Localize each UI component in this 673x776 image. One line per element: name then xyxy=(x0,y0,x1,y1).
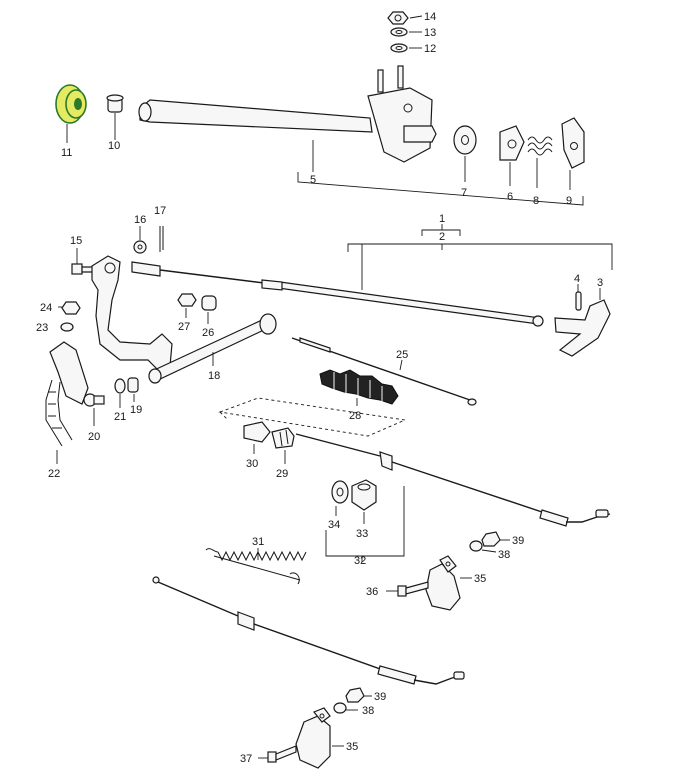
label-5: 5 xyxy=(310,174,316,186)
washer-34-icon xyxy=(331,480,349,504)
label-21: 21 xyxy=(114,411,126,423)
label-29: 29 xyxy=(276,468,288,480)
label-11: 11 xyxy=(61,147,72,159)
label-36: 36 xyxy=(366,586,378,598)
label-35: 35 xyxy=(474,573,486,585)
label-10: 10 xyxy=(108,140,120,152)
label-6: 6 xyxy=(507,191,513,203)
label-33: 33 xyxy=(356,528,368,540)
label-27: 27 xyxy=(178,321,190,333)
label-8: 8 xyxy=(533,195,539,207)
bushing-11-highlighted-icon xyxy=(55,84,87,124)
pin-10-icon xyxy=(106,94,124,113)
clip-29-icon xyxy=(271,427,295,449)
cable-lower-icon xyxy=(152,576,465,685)
label-30: 30 xyxy=(246,458,258,470)
clamp-35-icon xyxy=(425,555,461,611)
label-38b: 38 xyxy=(362,705,374,717)
label-22: 22 xyxy=(48,468,60,480)
label-28: 28 xyxy=(349,410,361,422)
pedal-3-icon xyxy=(554,299,611,357)
bolt-36-icon xyxy=(397,581,429,597)
clip-30-icon xyxy=(243,421,271,443)
label-9: 9 xyxy=(566,195,572,207)
label-15: 15 xyxy=(70,235,82,247)
label-1: 1 xyxy=(439,213,445,225)
rod-2-icon xyxy=(131,261,544,327)
spring-31-icon xyxy=(205,548,307,585)
rubber-boot-28-icon xyxy=(319,369,399,405)
label-19: 19 xyxy=(130,404,142,416)
label-31: 31 xyxy=(252,536,264,548)
nut-39-icon xyxy=(481,531,501,547)
bushing-26-icon xyxy=(201,295,217,311)
label-39b: 39 xyxy=(374,691,386,703)
label-14: 14 xyxy=(424,11,436,23)
shift-rod-5-icon xyxy=(138,65,437,163)
washer-38b-icon xyxy=(333,702,347,714)
nut-14-icon xyxy=(387,11,409,25)
washer-12-icon xyxy=(390,43,408,53)
washer-23-icon xyxy=(60,322,74,332)
label-32: 32 xyxy=(354,555,366,567)
cable-25-icon xyxy=(291,337,477,406)
bushing-6-icon xyxy=(499,125,525,161)
washer-7-icon xyxy=(453,125,477,155)
nut-39b-icon xyxy=(345,687,365,703)
label-17: 17 xyxy=(154,205,166,217)
bolt-37-icon xyxy=(267,745,297,763)
label-23: 23 xyxy=(36,322,48,334)
plate-9-icon xyxy=(561,117,585,169)
pedal-lever-icon xyxy=(91,255,173,373)
label-38: 38 xyxy=(498,549,510,561)
bushing-19-icon xyxy=(127,377,139,393)
pivot-20-icon xyxy=(83,393,105,407)
clamp-35b-icon xyxy=(295,707,331,769)
label-13: 13 xyxy=(424,27,436,39)
spring-washer-13-icon xyxy=(390,27,408,37)
label-34: 34 xyxy=(328,519,340,531)
label-12: 12 xyxy=(424,43,436,55)
nut-16-icon xyxy=(133,240,147,254)
label-37: 37 xyxy=(240,753,252,765)
shaft-18-icon xyxy=(148,313,277,384)
label-16: 16 xyxy=(134,214,146,226)
nut-27-icon xyxy=(177,293,197,307)
label-25: 25 xyxy=(396,349,408,361)
cotter-pin-17-icon xyxy=(159,226,164,252)
label-24: 24 xyxy=(40,302,52,314)
cable-32-icon xyxy=(295,433,611,527)
washer-38-icon xyxy=(469,540,483,552)
label-26: 26 xyxy=(202,327,214,339)
bolt-15-icon xyxy=(71,263,95,275)
bracket-22-icon xyxy=(45,341,89,447)
label-20: 20 xyxy=(88,431,100,443)
label-18: 18 xyxy=(208,370,220,382)
label-3: 3 xyxy=(597,277,603,289)
label-39: 39 xyxy=(512,535,524,547)
nut-24-icon xyxy=(61,301,81,315)
label-7: 7 xyxy=(461,187,467,199)
washer-21-icon xyxy=(114,378,126,394)
label-2: 2 xyxy=(439,231,445,243)
spring-8-icon xyxy=(527,136,553,156)
label-4: 4 xyxy=(574,273,580,285)
nut-33-icon xyxy=(351,479,377,511)
label-35b: 35 xyxy=(346,741,358,753)
pin-4-icon xyxy=(575,291,582,311)
